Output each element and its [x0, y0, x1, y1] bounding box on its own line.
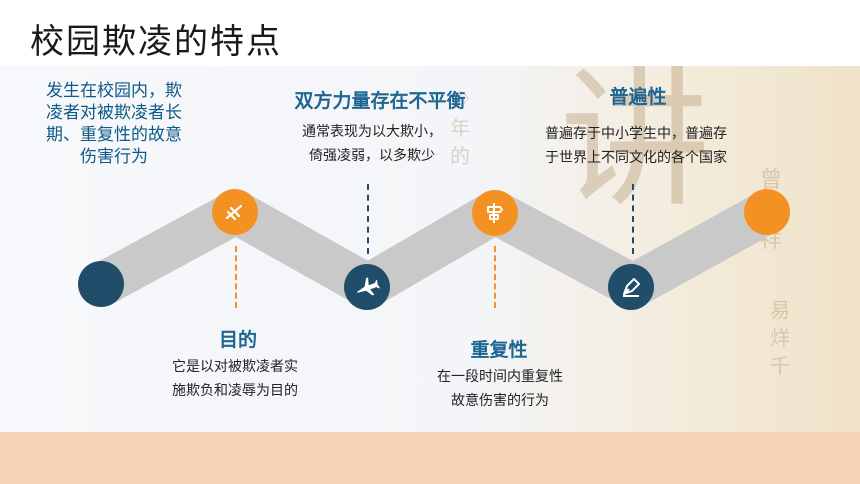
repetition-heading: 重复性: [470, 339, 528, 361]
timeline-zigzag: [81, 190, 789, 308]
universality-body: 普遍存于中小学生中，普遍存 于世界上不同文化的各个国家: [545, 126, 727, 166]
universality-node: [608, 264, 654, 310]
purpose-body: 它是以对被欺凌者实 施欺负和凌辱为目的: [172, 359, 298, 399]
pen-brush-icon: [225, 204, 243, 221]
signpost-icon: [487, 203, 503, 223]
footer-bar: [0, 432, 860, 484]
imbalance-body: 通常表现为以大欺小， 倚强凌弱，以多欺少: [302, 124, 442, 164]
universality-heading: 普遍性: [609, 86, 667, 108]
connector-dashed: [494, 246, 496, 308]
repetition-body: 在一段时间内重复性 故意伤害的行为: [437, 369, 563, 409]
purpose-node: [212, 189, 258, 235]
end-node: [744, 189, 790, 235]
background-calligraphy: 易烊千: [770, 298, 790, 378]
purpose-heading: 目的: [218, 329, 257, 351]
connector-dashed: [235, 246, 237, 308]
imbalance-heading: 双方力量存在不平衡: [294, 90, 466, 112]
definition-text: 发生在校园内，欺 凌者对被欺凌者长 期、重复性的故意 伤害行为: [46, 81, 182, 167]
content-panel: 讲 曾国祥 易烊千 少年的: [0, 66, 860, 432]
connector-dashed: [367, 184, 369, 254]
slide-title: 校园欺凌的特点: [30, 22, 282, 62]
airplane-icon: [357, 277, 380, 296]
start-node: [78, 261, 124, 307]
imbalance-node: [344, 264, 390, 310]
pen-nib-icon: [623, 278, 640, 297]
background-calligraphy: 少年的: [450, 88, 470, 168]
repetition-node: [472, 190, 518, 236]
background-calligraphy: 讲: [560, 66, 711, 228]
connector-dashed: [632, 184, 634, 254]
